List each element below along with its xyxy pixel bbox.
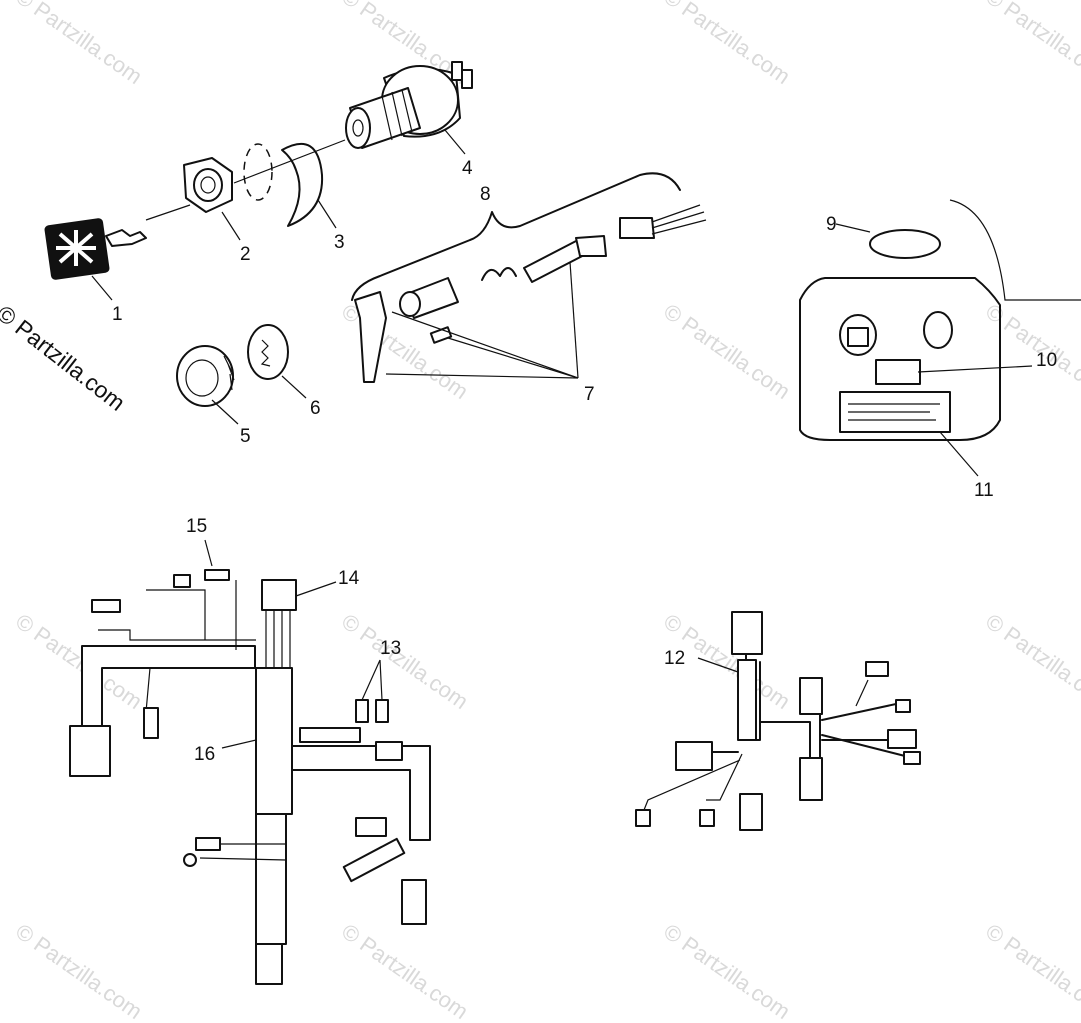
callout-12: 12 xyxy=(664,648,685,669)
watermark: © Partzilla.com xyxy=(337,919,473,1023)
watermark: © Partzilla.com xyxy=(11,919,147,1023)
callout-3: 3 xyxy=(334,232,345,253)
dash-panel-part xyxy=(799,199,1081,441)
callout-10: 10 xyxy=(1036,350,1057,371)
wire-harness-12-part xyxy=(635,611,921,831)
callout-8: 8 xyxy=(480,184,491,205)
kill-switch-assembly-part xyxy=(351,172,707,383)
bezel-part xyxy=(233,139,346,227)
watermark: © Partzilla.com xyxy=(337,609,473,715)
watermark: © Partzilla.com xyxy=(659,919,795,1023)
callout-9: 9 xyxy=(826,214,837,235)
watermark: © Partzilla.com xyxy=(981,609,1081,715)
callouts: 1 2 3 4 5 6 7 8 9 10 11 12 13 14 15 16 xyxy=(112,158,1057,765)
callout-14: 14 xyxy=(338,568,360,589)
callout-2: 2 xyxy=(240,244,251,265)
watermark: © Partzilla.com xyxy=(981,299,1081,405)
watermark: © Partzilla.com xyxy=(659,299,795,405)
callout-11: 11 xyxy=(974,480,994,501)
callout-4: 4 xyxy=(462,158,473,179)
callout-7: 7 xyxy=(584,384,595,405)
watermark: © Partzilla.com xyxy=(981,0,1081,89)
callout-13: 13 xyxy=(380,638,401,659)
lock-washer-part xyxy=(247,324,289,380)
watermarks: © Partzilla.com © Partzilla.com © Partzi… xyxy=(11,0,1081,1023)
watermark: © Partzilla.com xyxy=(659,0,795,89)
callout-1: 1 xyxy=(112,304,123,325)
ignition-switch-part xyxy=(345,61,473,149)
lock-nut-part xyxy=(176,345,235,407)
hex-nut-part xyxy=(183,157,233,213)
callout-5: 5 xyxy=(240,426,251,447)
callout-15: 15 xyxy=(186,516,207,537)
wire-harness-16-part xyxy=(69,569,431,985)
callout-16: 16 xyxy=(194,744,215,765)
callout-6: 6 xyxy=(310,398,321,419)
leader-lines xyxy=(91,129,1033,749)
key-fob-part xyxy=(44,204,191,280)
watermark: © Partzilla.com xyxy=(11,0,147,89)
watermark: © Partzilla.com xyxy=(981,919,1081,1023)
